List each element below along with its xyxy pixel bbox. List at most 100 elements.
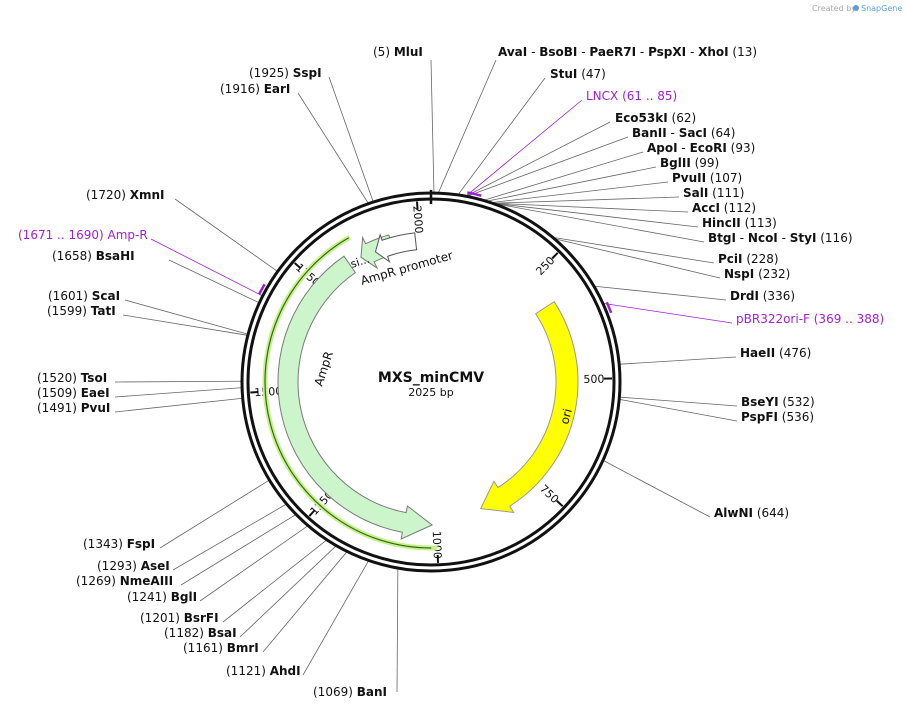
site-label: SalI (111) [683, 186, 744, 200]
leader-line [603, 460, 711, 518]
plasmid-length: 2025 bp [408, 386, 453, 399]
site-label: (1161) BmrI [183, 641, 259, 655]
site-labels: (5) MluI AvaI - BsoBI - PaeR7I - PspXI - … [18, 45, 884, 699]
site-label: (1269) NmeAIII [76, 574, 173, 588]
leader-line [124, 299, 248, 335]
leader-line [495, 202, 689, 213]
leader-line [430, 59, 435, 193]
site-label: (1182) BsaI [164, 626, 237, 640]
leader-line [595, 285, 727, 301]
leader-line [168, 259, 259, 303]
site-label: HincII (113) [702, 216, 777, 230]
site-label: (1343) FspI [83, 537, 155, 551]
leader-line [328, 76, 374, 202]
site-label: (1293) AseI [97, 559, 170, 573]
primer-binding-marker [258, 283, 266, 295]
site-label: (1491) PvuI [37, 401, 110, 415]
ampr-arc-line [264, 237, 432, 549]
snapgene-credit: Created by SnapGene [812, 4, 902, 13]
leader-line [497, 203, 705, 243]
leader-line [468, 136, 629, 197]
site-label: (1069) BanI [313, 685, 387, 699]
site-label: (1916) EarI [220, 82, 290, 96]
ampr-label: AmpR [312, 349, 336, 387]
leader-line [150, 238, 262, 296]
site-label: ApoI - EcoRI (93) [647, 141, 755, 155]
tick-mark [308, 509, 316, 517]
tick-label: 2000 [410, 205, 425, 234]
leader-line [262, 551, 347, 653]
tick-mark [415, 201, 419, 210]
site-label: (1658) BsaHI [52, 249, 135, 263]
primer-markers [258, 191, 613, 314]
tick-label: 1500 [254, 385, 283, 400]
tick-label: 500 [583, 373, 604, 386]
leader-line [484, 151, 644, 201]
site-label: PciI (228) [718, 252, 779, 266]
leader-line [172, 504, 286, 571]
site-label: DrdI (336) [730, 289, 795, 303]
tick-mark [293, 262, 302, 270]
leader-line [556, 238, 721, 279]
site-label: StuI (47) [550, 67, 606, 81]
leader-line [467, 121, 611, 196]
site-label: PvuII (107) [672, 171, 742, 185]
site-label: (1509) EaeI [37, 386, 110, 400]
ori-feature [479, 301, 579, 514]
site-label: (1601) ScaI [48, 289, 120, 303]
credit-brand: SnapGene [861, 4, 902, 13]
site-label: NspI (232) [724, 267, 790, 281]
leader-line [114, 380, 242, 383]
leader-line [603, 303, 733, 324]
leader-line [114, 397, 242, 413]
site-label: AccI (112) [692, 201, 756, 215]
tick-mark [556, 499, 564, 507]
leader-line [199, 525, 308, 602]
site-label: (1720) XmnI [86, 188, 164, 202]
leader-line [495, 196, 680, 204]
credit-text: Created by [812, 4, 856, 13]
site-label: AvaI - BsoBI - PaeR7I - PspXI - XhoI (13… [498, 45, 757, 59]
leader-line [114, 387, 242, 398]
site-label: (1925) SspI [249, 66, 322, 80]
site-label: (1121) AhdI [226, 664, 301, 678]
site-label: (1599) TatI [47, 304, 116, 318]
leader-line [438, 59, 497, 193]
site-label: PspFI (536) [741, 410, 814, 424]
site-label: (1241) BglI [127, 590, 197, 604]
site-label: AlwNI (644) [714, 506, 789, 520]
ampr-feature [277, 255, 434, 540]
leader-line [396, 569, 399, 693]
leader-line [159, 480, 269, 549]
primer-binding-marker [467, 191, 482, 197]
leader-line [620, 396, 738, 407]
site-label: Eco53kI (62) [615, 111, 696, 125]
site-label: (1201) BsrFI [140, 611, 219, 625]
site-label: BtgI - NcoI - StyI (116) [708, 231, 853, 245]
leader-line [554, 237, 715, 264]
leader-line [488, 166, 657, 202]
snapgene-logo-icon [853, 5, 859, 11]
tick-label: 1000 [430, 531, 444, 559]
primer-binding-marker [605, 301, 613, 314]
leader-line [458, 77, 546, 195]
site-label: BanII - SacI (64) [632, 126, 735, 140]
tick-mark [551, 252, 559, 260]
leader-line [222, 540, 327, 623]
leader-line [620, 356, 737, 365]
ampr-promoter-feature [374, 232, 418, 264]
leader-line [297, 92, 369, 203]
leader-lines [114, 59, 738, 693]
leader-line [492, 181, 669, 203]
leader-line [620, 399, 738, 422]
site-label: BglII (99) [660, 156, 719, 170]
site-label: LNCX (61 .. 85) [586, 89, 677, 103]
leader-line [496, 203, 699, 228]
leader-line [122, 314, 247, 336]
site-label: (1671 .. 1690) Amp-R [18, 228, 148, 242]
leader-line [239, 546, 336, 638]
site-label: (5) MluI [373, 45, 423, 59]
site-label: BseYI (532) [741, 395, 815, 409]
site-label: (1520) TsoI [37, 371, 107, 385]
